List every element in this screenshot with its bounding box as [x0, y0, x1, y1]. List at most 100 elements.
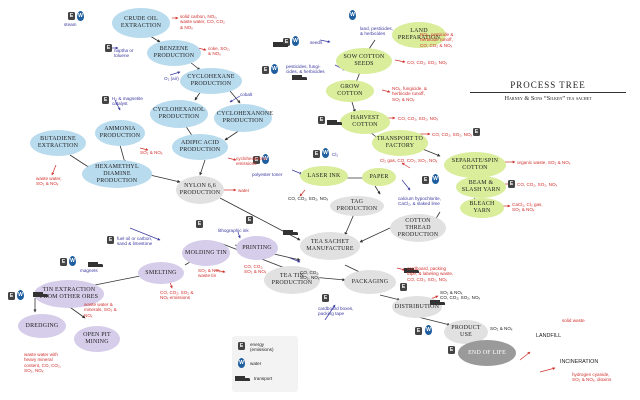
- node-label: Smelting: [145, 269, 177, 276]
- output-landfill: solid waste: [562, 318, 585, 323]
- node-label: Distribution: [394, 303, 440, 310]
- input-magnets: magnets: [80, 268, 98, 273]
- output-harvest: CO, CO₂, SO₂, NOₓ: [398, 116, 439, 121]
- output-nylon: water: [238, 188, 250, 193]
- truck-icon: [283, 230, 299, 236]
- node-label: Tin Extraction from Other Ores: [39, 287, 99, 300]
- input-calcium: calcium hypochlorite, CaCl₂, & slaked li…: [398, 196, 441, 207]
- node-label: Tea Sachet Manufacture: [306, 239, 354, 252]
- output-distribution: SO₂ & NOₓ CO, CO₂, SO₂, NOₓ: [440, 290, 481, 301]
- output-dredging: waste water with heavy mineral content, …: [24, 352, 62, 374]
- water-icon: W: [77, 11, 84, 21]
- title-divider: [470, 92, 626, 93]
- truck-icon: [88, 262, 104, 268]
- energy-icon: E: [262, 66, 269, 74]
- output-product-use: SO₂ & NOₓ: [490, 326, 513, 331]
- input-cobalt: cobalt: [240, 92, 253, 97]
- water-icon: W: [17, 290, 24, 300]
- node-tea-tin-production: Tea Tin Production: [264, 266, 320, 294]
- water-icon: W: [262, 154, 269, 164]
- node-label: Cotton Thread Production: [397, 217, 439, 238]
- output-packaging: cardboard, packing tape, & labeling wast…: [407, 266, 454, 282]
- energy-icon: E: [238, 342, 245, 350]
- node-label: Paper: [369, 173, 389, 180]
- node-label: Bleach Yarn: [469, 201, 495, 214]
- node-printing: Printing: [236, 236, 278, 260]
- node-ammonia-production: Ammonia Production: [95, 120, 145, 146]
- input-o2-air: O₂ (air): [164, 76, 179, 81]
- diagram-title: PROCESS TREE: [510, 80, 586, 90]
- node-tag-production: Tag Production: [330, 196, 384, 216]
- truck-icon: [292, 75, 308, 81]
- node-paper: Paper: [362, 168, 396, 186]
- input-litho: lithographic ink: [218, 228, 249, 233]
- input-polyester: polyester toner: [252, 172, 283, 177]
- node-transport-to-factory: Transport to Factory: [372, 130, 428, 156]
- node-label: Printing: [242, 244, 272, 251]
- energy-icon: E: [246, 216, 253, 224]
- legend-energy-label: energy (emissions): [250, 342, 274, 353]
- node-sow-cotton-seeds: Sow Cotton Seeds: [336, 48, 392, 74]
- input-pesticides: pesticides, fungi- cides, & herbicides: [286, 64, 325, 75]
- node-end-of-life: End of Life: [458, 340, 516, 366]
- water-icon: W: [349, 10, 356, 20]
- water-icon: W: [271, 64, 278, 74]
- node-label: Product Use: [451, 325, 481, 338]
- node-laser-ink: Laser Ink: [300, 166, 348, 186]
- energy-icon: E: [415, 327, 422, 335]
- truck-icon: [273, 42, 289, 48]
- node-molding-tin: Molding Tin: [182, 240, 230, 266]
- water-icon: W: [69, 256, 76, 266]
- energy-icon: E: [196, 220, 203, 228]
- water-icon: W: [292, 36, 299, 46]
- node-label: Nylon 6,6 Production: [179, 183, 221, 196]
- node-tea-sachet-manufacture: Tea Sachet Manufacture: [300, 232, 360, 260]
- output-adipic: cyclohexanone emissions: [236, 156, 267, 167]
- energy-icon: E: [473, 128, 480, 136]
- output-butadiene: waste water, SO₂ & NOₓ: [36, 176, 62, 187]
- node-crude-oil-extraction: Crude Oil Extraction: [112, 8, 170, 38]
- truck-icon: [235, 376, 251, 382]
- node-harvest-cotton: Harvest Cotton: [340, 110, 390, 134]
- node-smelting: Smelting: [138, 262, 184, 284]
- node-label: Tea Tin Production: [271, 273, 313, 286]
- water-icon: W: [238, 358, 245, 368]
- energy-icon: E: [107, 236, 114, 244]
- node-label: Open Pit Mining: [83, 332, 111, 345]
- node-land-preparation: Land Preparation: [392, 22, 446, 48]
- output-beam: CO, CO₂, SO₂, NOₓ: [517, 182, 558, 187]
- node-label: Butadiene Extraction: [37, 136, 79, 149]
- output-bleach: CaCl₂, Cl₂ gas, SO₂ & NOₓ: [512, 202, 543, 213]
- node-open-pit-mining: Open Pit Mining: [74, 326, 120, 352]
- truck-icon: [430, 300, 446, 306]
- input-steam: steam: [64, 22, 77, 27]
- node-label: Ammonia Production: [99, 126, 141, 139]
- input-seeds: seeds: [310, 40, 323, 45]
- output-separate: organic waste, SO₂ & NOₓ: [517, 160, 571, 165]
- node-label: Molding Tin: [185, 249, 227, 256]
- energy-icon: E: [60, 258, 67, 266]
- water-icon: W: [432, 174, 439, 184]
- truck-icon: [327, 120, 343, 126]
- node-distribution: Distribution: [392, 296, 442, 318]
- energy-icon: E: [313, 150, 320, 158]
- node-label: Land Preparation: [397, 28, 441, 41]
- output-land: NOₓ, pesticide & herbicide runoff, CO, C…: [420, 32, 454, 48]
- energy-icon: E: [102, 96, 109, 104]
- node-label: Cyclohexanone Production: [216, 111, 274, 124]
- node-packaging: Packaging: [344, 270, 396, 294]
- truck-icon: [404, 268, 420, 274]
- energy-icon: E: [422, 176, 429, 184]
- node-label: Separate/Spin Cotton: [451, 158, 499, 171]
- node-label: Beam & Slash Yarn: [461, 180, 501, 193]
- energy-icon: E: [283, 38, 290, 46]
- energy-icon: E: [68, 12, 75, 20]
- node-label: End of Life: [468, 349, 506, 356]
- output-paper: Cl₂ gas, CO, CO₂, SO₂, NOₓ: [380, 158, 438, 163]
- input-fuel: fuel oil or carbon, sand & limestone: [117, 236, 153, 247]
- node-nylon-production: Nylon 6,6 Production: [176, 176, 224, 204]
- node-label: Dredging: [25, 322, 59, 329]
- energy-icon: E: [322, 294, 329, 302]
- energy-icon: E: [253, 156, 260, 164]
- node-label: Packaging: [351, 278, 389, 285]
